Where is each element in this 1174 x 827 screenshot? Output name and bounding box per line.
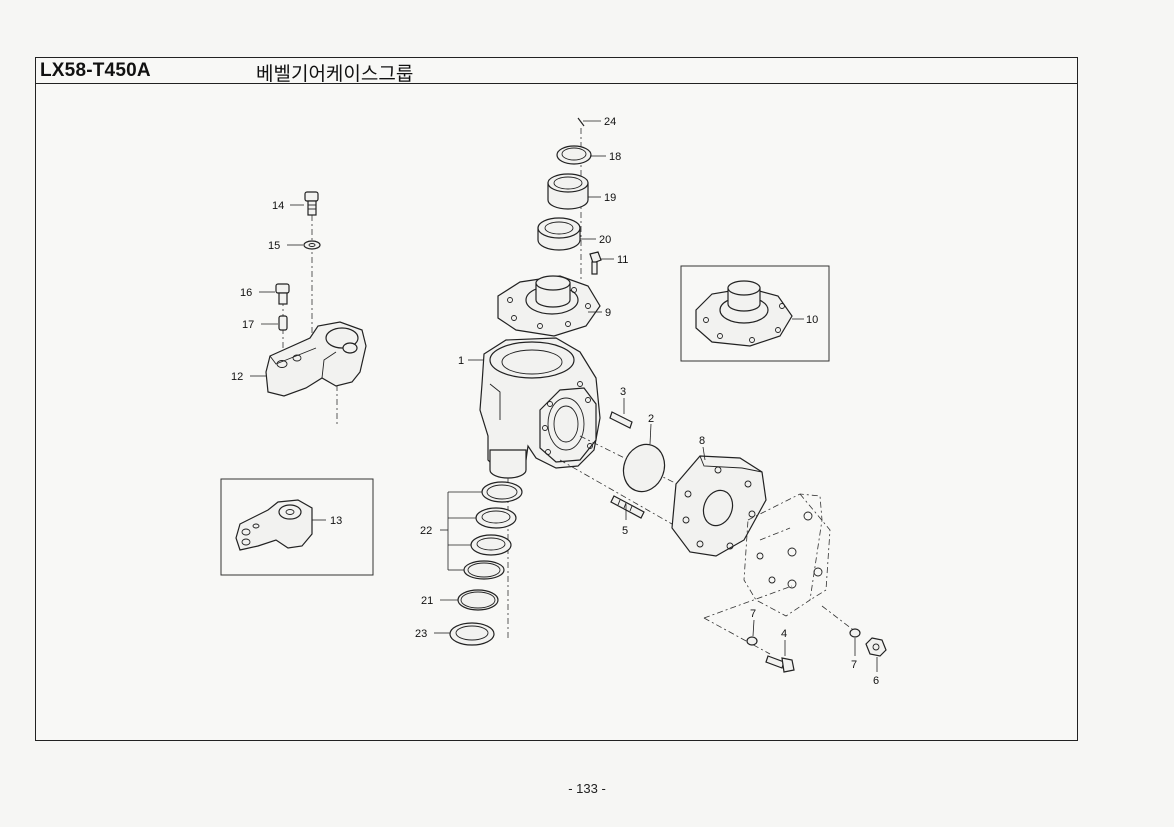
cover-part-10 bbox=[695, 280, 793, 347]
label-part-24: 24 bbox=[604, 116, 616, 128]
seal-ring-part-23 bbox=[449, 622, 495, 646]
ring-part-18 bbox=[556, 145, 592, 165]
label-part-1: 1 bbox=[458, 355, 464, 367]
label-part-23: 23 bbox=[415, 628, 427, 640]
label-part-18: 18 bbox=[609, 151, 621, 163]
bolt-part-14 bbox=[304, 191, 319, 216]
label-part-13: 13 bbox=[330, 515, 342, 527]
bearing-part-20 bbox=[537, 217, 581, 251]
label-part-16: 16 bbox=[240, 287, 252, 299]
label-part-3: 3 bbox=[620, 386, 626, 398]
seal-ring-part-22c bbox=[470, 534, 512, 556]
o-ring-part-21 bbox=[457, 589, 499, 611]
bolt-part-16 bbox=[275, 283, 290, 305]
label-part-8: 8 bbox=[699, 435, 705, 447]
bearing-part-19 bbox=[547, 173, 589, 210]
label-part-11: 11 bbox=[617, 254, 628, 266]
label-part-6: 6 bbox=[873, 675, 879, 687]
label-part-5: 5 bbox=[622, 525, 628, 537]
label-part-9: 9 bbox=[605, 307, 611, 319]
label-part-12: 12 bbox=[231, 371, 243, 383]
seal-ring-part-22d bbox=[463, 560, 505, 580]
washer-part-7a bbox=[746, 636, 758, 646]
mating-frame-outline bbox=[743, 493, 831, 617]
label-part-19: 19 bbox=[604, 192, 616, 204]
housing-part-1 bbox=[479, 337, 601, 479]
bolt-part-11 bbox=[589, 251, 602, 275]
label-part-14: 14 bbox=[272, 200, 284, 212]
bracket-part-13 bbox=[235, 499, 313, 551]
pin-part-24 bbox=[577, 117, 585, 127]
inset-box-part-13 bbox=[220, 478, 374, 576]
label-part-20: 20 bbox=[599, 234, 611, 246]
pin-part-3 bbox=[609, 411, 633, 429]
page-header: LX58-T450A 베벨기어케이스그룹 bbox=[36, 58, 1077, 85]
bolt-part-4 bbox=[765, 655, 795, 673]
label-part-2: 2 bbox=[648, 413, 654, 425]
label-part-4: 4 bbox=[781, 628, 787, 640]
leader-lines bbox=[250, 120, 878, 672]
label-part-10: 10 bbox=[806, 314, 818, 326]
plate-part-8 bbox=[671, 455, 767, 557]
bracket-part-12 bbox=[265, 321, 367, 397]
label-part-7b: 7 bbox=[851, 659, 857, 671]
cover-part-9 bbox=[497, 275, 601, 337]
seal-ring-part-22b bbox=[475, 507, 517, 529]
nut-part-6 bbox=[865, 637, 887, 657]
label-part-21: 21 bbox=[421, 595, 433, 607]
page-number: - 133 - bbox=[568, 781, 606, 796]
label-part-17: 17 bbox=[242, 319, 254, 331]
label-part-15: 15 bbox=[268, 240, 280, 252]
label-part-22: 22 bbox=[420, 525, 432, 537]
group-title: 베벨기어케이스그룹 bbox=[256, 63, 414, 85]
inset-box-part-10 bbox=[680, 265, 830, 362]
seal-ring-part-22a bbox=[481, 481, 523, 503]
model-number: LX58-T450A bbox=[40, 60, 151, 81]
stud-part-5 bbox=[610, 495, 645, 519]
pin-part-17 bbox=[278, 315, 288, 331]
gasket-part-2 bbox=[622, 443, 666, 493]
washer-part-15 bbox=[303, 240, 321, 250]
label-part-7a: 7 bbox=[750, 608, 756, 620]
washer-part-7b bbox=[849, 628, 861, 638]
